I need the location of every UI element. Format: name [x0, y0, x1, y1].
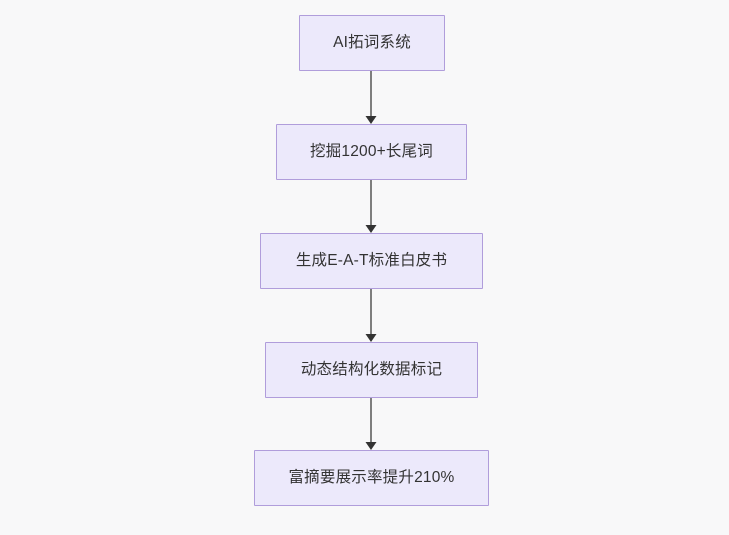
flowchart-node-label: 动态结构化数据标记	[300, 361, 443, 379]
flowchart-node-ai-keyword-system[interactable]: AI拓词系统	[299, 15, 445, 71]
flowchart-node-label: 富摘要展示率提升210%	[288, 469, 455, 487]
flowchart-node-label: 挖掘1200+长尾词	[309, 143, 434, 161]
arrowhead-icon	[365, 442, 377, 450]
edge-node1-to-node2	[365, 71, 377, 124]
arrowhead-icon	[365, 116, 377, 124]
edge-node3-to-node4	[365, 289, 377, 342]
flowchart-node-eat-whitepaper[interactable]: 生成E-A-T标准白皮书	[260, 233, 483, 289]
flowchart-node-label: 生成E-A-T标准白皮书	[295, 252, 448, 270]
edge-node4-to-node5	[365, 398, 377, 450]
flowchart-node-label: AI拓词系统	[333, 34, 411, 52]
edge-node2-to-node3	[365, 180, 377, 233]
flowchart-node-rich-snippet-result[interactable]: 富摘要展示率提升210%	[254, 450, 489, 506]
arrowhead-icon	[365, 334, 377, 342]
flowchart-node-longtail-keywords[interactable]: 挖掘1200+长尾词	[276, 124, 467, 180]
arrowhead-icon	[365, 225, 377, 233]
flowchart-node-structured-data-markup[interactable]: 动态结构化数据标记	[265, 342, 478, 398]
